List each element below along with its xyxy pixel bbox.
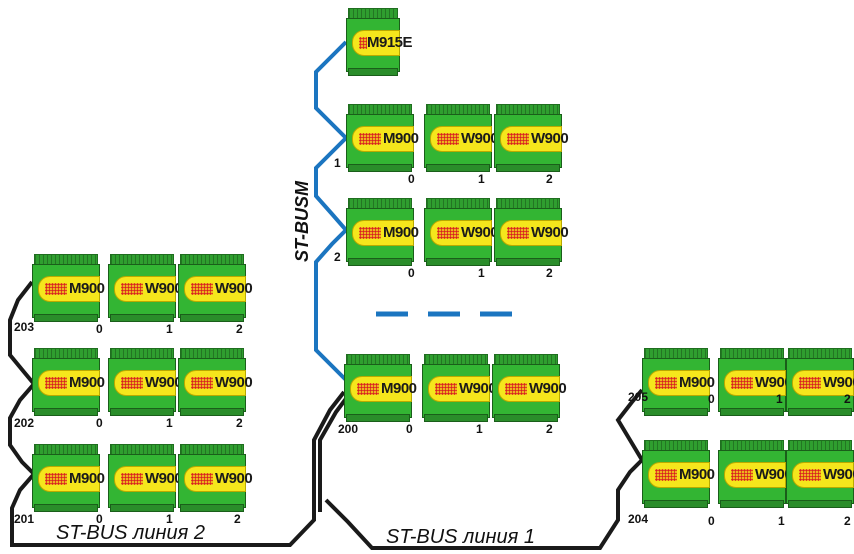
led-grid-icon — [121, 283, 143, 295]
module-index: 1 — [776, 392, 783, 406]
group-address: 205 — [628, 390, 649, 404]
led-grid-icon — [655, 469, 677, 481]
module-w900: W900 — [786, 348, 854, 416]
module-index: 2 — [546, 172, 553, 186]
group-address: 201 — [14, 512, 35, 526]
led-grid-icon — [799, 469, 821, 481]
led-grid-icon — [435, 383, 457, 395]
led-grid-icon — [359, 133, 381, 145]
module-w900: W900 — [108, 348, 183, 416]
module-index: 2 — [236, 416, 243, 430]
module-index: 1 — [166, 512, 173, 526]
module-w900: W900 — [178, 254, 253, 322]
module-index: 1 — [478, 266, 485, 280]
module-index: 2 — [844, 514, 851, 528]
led-grid-icon — [731, 377, 753, 389]
module-index: 0 — [96, 416, 103, 430]
led-grid-icon — [191, 473, 213, 485]
module-w900: W900 — [786, 440, 854, 508]
module-m915e: M915E — [346, 8, 413, 76]
module-w900: W900 — [718, 440, 793, 508]
module-index: 0 — [408, 172, 415, 186]
module-m900: M900 — [642, 348, 715, 416]
module-w900: W900 — [108, 254, 183, 322]
led-grid-icon — [45, 377, 67, 389]
group-address: 2 — [334, 250, 341, 264]
module-w900: W900 — [718, 348, 793, 416]
module-index: 0 — [96, 512, 103, 526]
led-grid-icon — [121, 473, 143, 485]
group-address: 200 — [338, 422, 359, 436]
module-index: 0 — [708, 392, 715, 406]
module-index: 1 — [166, 322, 173, 336]
led-grid-icon — [357, 383, 379, 395]
module-index: 2 — [234, 512, 241, 526]
module-index: 2 — [546, 422, 553, 436]
module-index: 1 — [778, 514, 785, 528]
led-grid-icon — [191, 283, 213, 295]
module-m900: M900 — [346, 198, 419, 266]
module-w900: W900 — [178, 444, 253, 512]
st-bus-line1-wire — [324, 388, 645, 550]
group-address: 1 — [334, 156, 341, 170]
st-bus-line2-label: ST-BUS линия 2 — [56, 522, 205, 544]
module-index: 0 — [406, 422, 413, 436]
st-bus-line2-wire — [8, 280, 350, 547]
module-index: 0 — [708, 514, 715, 528]
module-m900: M900 — [32, 254, 105, 322]
group-address: 204 — [628, 512, 649, 526]
module-index: 0 — [96, 322, 103, 336]
module-m900: M900 — [32, 444, 105, 512]
module-index: 2 — [844, 392, 851, 406]
module-w900: W900 — [424, 104, 499, 172]
module-w900: W900 — [494, 198, 569, 266]
module-index: 1 — [478, 172, 485, 186]
module-w900: W900 — [424, 198, 499, 266]
module-w900: W900 — [492, 354, 567, 422]
module-index: 1 — [476, 422, 483, 436]
module-m900: M900 — [32, 348, 105, 416]
st-busm-wire — [314, 40, 349, 382]
module-index: 2 — [546, 266, 553, 280]
led-grid-icon — [121, 377, 143, 389]
module-w900: W900 — [422, 354, 497, 422]
led-grid-icon — [437, 227, 459, 239]
module-w900: W900 — [494, 104, 569, 172]
module-index: 0 — [408, 266, 415, 280]
led-grid-icon — [45, 283, 67, 295]
led-grid-icon — [437, 133, 459, 145]
module-w900: W900 — [178, 348, 253, 416]
led-grid-icon — [507, 227, 529, 239]
module-m900: M900 — [344, 354, 417, 422]
module-m900: M900 — [346, 104, 419, 172]
led-grid-icon — [359, 227, 381, 239]
led-grid-icon — [45, 473, 67, 485]
led-grid-icon — [359, 37, 367, 49]
led-grid-icon — [507, 133, 529, 145]
module-m900: M900 — [642, 440, 715, 508]
led-grid-icon — [799, 377, 821, 389]
led-grid-icon — [191, 377, 213, 389]
module-index: 1 — [166, 416, 173, 430]
led-grid-icon — [731, 469, 753, 481]
st-busm-label: ST-BUSM — [292, 181, 312, 262]
module-w900: W900 — [108, 444, 183, 512]
st-bus-line1-label: ST-BUS линия 1 — [386, 526, 535, 548]
led-grid-icon — [505, 383, 527, 395]
group-address: 203 — [14, 320, 35, 334]
group-address: 202 — [14, 416, 35, 430]
module-index: 2 — [236, 322, 243, 336]
led-grid-icon — [655, 377, 677, 389]
